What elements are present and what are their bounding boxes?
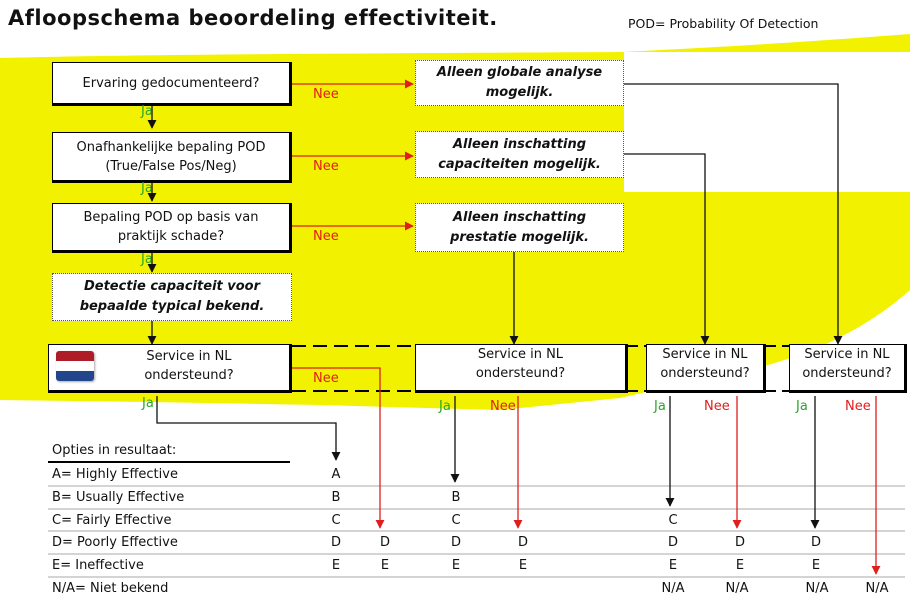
result-cell: E [735,558,745,573]
outcome-link-arrow [624,153,710,345]
detection-box: Detectie capaciteit voor bepaalde typica… [52,273,292,321]
service-text: ondersteund? [660,366,750,381]
service-text-wrap: Service in NL ondersteund? [89,347,289,385]
outcome-box-performance: Alleen inschatting prestatie mogelijk. [415,203,624,252]
ja-label: Ja [142,396,154,411]
option-item: N/A= Niet bekend [52,581,169,596]
nee-label: Nee [490,399,516,414]
question-box-independent-pod: Onafhankelijke bepaling POD (True/False … [52,132,292,183]
question-box-experience: Ervaring gedocumenteerd? [52,62,292,106]
result-cell: D [450,535,461,550]
outcome-text: mogelijk. [485,85,554,100]
outcome-text: Alleen inschatting [452,209,586,225]
nee-label: Nee [313,229,339,244]
service-text: Service in NL [804,347,890,362]
result-cell: C [451,513,461,528]
outcome-text: Alleen globale analyse [436,65,603,80]
result-cell: N/A [865,581,889,596]
netherlands-flag-icon [56,351,94,381]
service-box-main: Service in NL ondersteund? [48,344,292,393]
service-box-4: Service in NL ondersteund? [789,344,907,393]
result-cell: D [667,535,678,550]
service-box-2: Service in NL ondersteund? [415,344,628,393]
outcome-box-capacity: Alleen inschatting capaciteiten mogelijk… [415,131,624,178]
ja-label: Ja [141,252,153,267]
result-cell: D [734,535,745,550]
service-text: ondersteund? [144,368,234,383]
outcome-text: Alleen inschatting [452,136,586,152]
flag-stripe-red [56,351,94,361]
result-cell: D [517,535,528,550]
result-cell: B [451,490,461,505]
nee-label: Nee [313,87,339,102]
result-cell: E [451,558,461,573]
outcome-text: capaciteiten mogelijk. [438,156,601,172]
outcome-text: prestatie mogelijk. [450,229,589,245]
ja-label: Ja [141,181,153,196]
question-text: Bepaling POD op basis van [83,210,259,225]
result-cell: C [331,513,341,528]
result-cell: E [811,558,821,573]
option-item: A= Highly Effective [52,467,178,482]
page-title: Afloopschema beoordeling effectiviteit. [8,6,498,30]
nee-result-arrow [292,367,385,529]
result-cell: B [331,490,341,505]
pod-note: POD= Probability Of Detection [628,16,819,31]
yellow-highlight-gap [624,52,910,192]
nee-label: Nee [845,399,871,414]
service-text: Service in NL [662,347,748,362]
question-text: Ervaring gedocumenteerd? [82,75,260,91]
service-text: Service in NL [477,347,564,362]
question-text: (True/False Pos/Neg) [105,158,237,174]
service-text: ondersteund? [802,366,892,381]
result-cell: D [379,535,390,550]
nee-label: Nee [313,371,339,386]
result-cell: N/A [805,581,829,596]
option-item: E= Ineffective [52,558,144,573]
service-box-3: Service in NL ondersteund? [646,344,766,393]
ja-label: Ja [796,399,808,414]
result-cell: E [518,558,528,573]
options-title: Opties in resultaat: [52,443,177,458]
ja-result-arrow [156,396,341,461]
result-cell: E [380,558,390,573]
nee-label: Nee [313,159,339,174]
service-text: Service in NL [146,349,232,364]
question-box-practice-pod: Bepaling POD op basis van praktijk schad… [52,203,292,253]
outcome-link-arrow [624,83,843,345]
detection-text: bepaalde typical bekend. [79,299,265,314]
option-item: B= Usually Effective [52,490,185,505]
detection-text: Detectie capaciteit voor [83,279,261,294]
service-text: ondersteund? [475,366,566,381]
option-item: C= Fairly Effective [52,513,172,528]
ja-label: Ja [439,399,451,414]
result-cell: E [668,558,678,573]
question-text: praktijk schade? [117,229,225,244]
question-text: Onafhankelijke bepaling POD [76,139,266,155]
option-item: D= Poorly Effective [52,535,178,550]
result-cell: D [330,535,341,550]
result-cell: A [331,467,341,482]
outcome-box-global-analysis: Alleen globale analyse mogelijk. [415,60,624,106]
ja-label: Ja [654,399,666,414]
divider-lines [48,485,905,578]
flag-stripe-blue [56,371,94,381]
result-cell: E [331,558,341,573]
result-cell: N/A [661,581,685,596]
result-cell: N/A [725,581,749,596]
ja-label: Ja [141,104,153,119]
result-cell: D [810,535,821,550]
nee-label: Nee [704,399,730,414]
flag-stripe-white [56,361,94,371]
result-cell: C [668,513,678,528]
